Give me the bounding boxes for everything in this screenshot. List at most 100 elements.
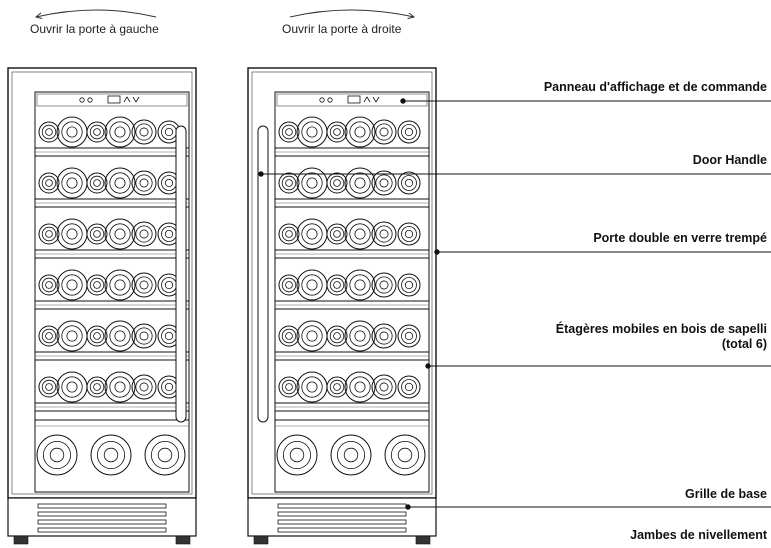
grille-slot xyxy=(277,519,407,525)
bottle-end xyxy=(86,172,108,194)
bottle-end xyxy=(131,170,157,196)
control-panel xyxy=(276,93,428,107)
bottle-end xyxy=(104,269,136,301)
grille-slot xyxy=(277,527,407,533)
bottle-end xyxy=(86,121,108,143)
bottle-end xyxy=(38,172,60,194)
bottle-end xyxy=(371,374,397,400)
bottle-end xyxy=(86,223,108,245)
leveling-leg xyxy=(253,535,269,545)
label-glass-door: Porte double en verre trempé xyxy=(593,231,767,245)
bottle-end xyxy=(344,371,376,403)
bottle-end xyxy=(131,119,157,145)
bottle-end xyxy=(384,434,426,476)
right-swing-arrow xyxy=(289,9,414,17)
bottle-end xyxy=(326,376,348,398)
temperature-display xyxy=(347,95,361,104)
label-shelves-line2: (total 6) xyxy=(721,337,767,351)
bottle-end xyxy=(397,120,421,144)
door-handle xyxy=(175,125,187,423)
light-button-icon xyxy=(87,97,93,103)
bottle-end xyxy=(131,272,157,298)
bottle-end xyxy=(104,116,136,148)
bottle-end xyxy=(344,269,376,301)
bottle-end xyxy=(330,434,372,476)
callout-leaders xyxy=(258,98,771,510)
cabinet-frame xyxy=(247,67,437,499)
bottle-end xyxy=(371,323,397,349)
bottle-end xyxy=(86,376,108,398)
grille-slot xyxy=(37,519,167,525)
bottle-end xyxy=(86,274,108,296)
leveling-leg xyxy=(13,535,29,545)
bottle-end xyxy=(371,170,397,196)
down-arrow-icon xyxy=(372,96,380,103)
bottle-end xyxy=(397,222,421,246)
bottle-end xyxy=(326,172,348,194)
door-glass-edge xyxy=(251,71,433,495)
power-button-icon xyxy=(319,97,325,103)
bottle-end xyxy=(397,375,421,399)
bottle-end xyxy=(278,172,300,194)
bottle-end xyxy=(344,320,376,352)
bottle-end xyxy=(104,320,136,352)
door-glass-edge xyxy=(11,71,193,495)
leveling-leg xyxy=(415,535,431,545)
bottle-end xyxy=(131,221,157,247)
grille-slot xyxy=(37,527,167,533)
power-button-icon xyxy=(79,97,85,103)
down-arrow-icon xyxy=(132,96,140,103)
bottle-end xyxy=(38,274,60,296)
bottle-end xyxy=(326,121,348,143)
up-arrow-icon xyxy=(363,96,371,103)
bottle-end xyxy=(397,324,421,348)
bottle-end xyxy=(326,325,348,347)
bottle-end xyxy=(278,376,300,398)
temperature-display xyxy=(107,95,121,104)
bottle-end xyxy=(36,434,78,476)
leveling-leg xyxy=(175,535,191,545)
bottle-end xyxy=(344,218,376,250)
bottle-end xyxy=(397,171,421,195)
bottle-end xyxy=(278,274,300,296)
control-panel xyxy=(36,93,188,107)
label-shelves-line1: Étagères mobiles en bois de sapelli xyxy=(555,322,767,336)
bottle-end xyxy=(86,325,108,347)
bottle-end xyxy=(344,167,376,199)
interior-wall xyxy=(34,91,190,493)
label-shelves: Étagères mobiles en bois de sapelli (tot… xyxy=(556,322,767,352)
bottle-end xyxy=(278,121,300,143)
bottle-end xyxy=(296,218,328,250)
bottle-end xyxy=(38,376,60,398)
bottle-end xyxy=(144,434,186,476)
bottle-end xyxy=(326,223,348,245)
bottle-end xyxy=(38,325,60,347)
bottle-end xyxy=(131,323,157,349)
bottle-end xyxy=(326,274,348,296)
bottle-end xyxy=(38,223,60,245)
light-button-icon xyxy=(327,97,333,103)
cooler-left-hinge xyxy=(7,67,197,545)
bottle-end xyxy=(371,221,397,247)
left-swing-arrow xyxy=(36,9,157,17)
bottle-end xyxy=(344,116,376,148)
up-arrow-icon xyxy=(123,96,131,103)
grille-slot xyxy=(277,511,407,517)
bottle-end xyxy=(397,273,421,297)
grille-slot xyxy=(37,511,167,517)
bottle-end xyxy=(104,167,136,199)
bottle-end xyxy=(38,121,60,143)
bottle-end xyxy=(131,374,157,400)
door-handle xyxy=(257,125,269,423)
bottle-end xyxy=(276,434,318,476)
bottle-end xyxy=(278,223,300,245)
bottle-end xyxy=(104,371,136,403)
interior-wall xyxy=(274,91,430,493)
bottle-end xyxy=(371,119,397,145)
bottle-end xyxy=(278,325,300,347)
caption-open-right: Ouvrir la porte à droite xyxy=(282,22,402,36)
grille-slot xyxy=(37,503,167,509)
bottle-end xyxy=(104,218,136,250)
cooler-right-hinge xyxy=(247,67,437,545)
